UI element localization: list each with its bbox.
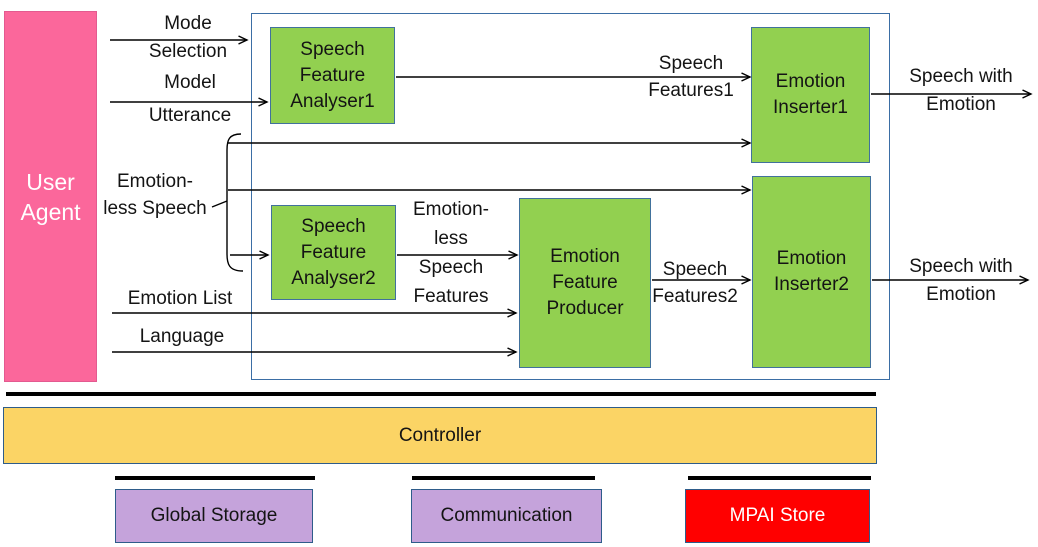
speech-feature-analyser1-box: Speech Feature Analyser1	[270, 27, 395, 124]
speech-features2-label: Speech Features2	[652, 259, 738, 307]
divider-line-global-storage	[115, 476, 315, 480]
user-agent-label: User Agent	[20, 168, 81, 225]
emotion-list-label: Emotion List	[127, 288, 233, 309]
language-label: Language	[139, 326, 225, 347]
emotion-inserter1-box: Emotion Inserter1	[751, 27, 870, 163]
mode-selection-label: Mode Selection	[148, 13, 228, 62]
emotion-inserter2-label: Emotion Inserter2	[774, 248, 849, 295]
emotion-feature-producer-label: Emotion Feature Producer	[546, 246, 624, 319]
speech-feature-analyser2-box: Speech Feature Analyser2	[271, 205, 396, 300]
communication-box: Communication	[411, 489, 602, 543]
emotion-inserter2-box: Emotion Inserter2	[752, 176, 871, 368]
global-storage-box: Global Storage	[115, 489, 313, 543]
mpai-store-label: MPAI Store	[729, 505, 826, 526]
divider-line-communication	[412, 476, 595, 480]
speech-feature-analyser2-label: Speech Feature Analyser2	[291, 215, 376, 289]
communication-label: Communication	[440, 505, 573, 526]
controller-label: Controller	[398, 424, 482, 446]
emotionless-speech-features-label: Emotion- less Speech Features	[412, 199, 490, 307]
model-utterance-label: Model Utterance	[148, 72, 232, 126]
global-storage-label: Global Storage	[150, 505, 278, 526]
divider-line-main	[6, 392, 876, 396]
speech-features1-label: Speech Features1	[648, 53, 734, 101]
divider-line-mpai-store	[688, 476, 871, 480]
speech-with-emotion-top-label: Speech with Emotion	[909, 66, 1013, 115]
speech-with-emotion-bottom-label: Speech with Emotion	[909, 256, 1013, 305]
emotion-feature-producer-box: Emotion Feature Producer	[519, 198, 651, 368]
mpai-store-box: MPAI Store	[685, 489, 870, 543]
user-agent-box: User Agent	[4, 11, 97, 382]
controller-box: Controller	[3, 407, 877, 464]
emotionless-speech-label: Emotion- less Speech	[103, 171, 207, 219]
aim-container-frame	[251, 13, 890, 380]
speech-feature-analyser1-label: Speech Feature Analyser1	[290, 38, 375, 112]
emotion-inserter1-label: Emotion Inserter1	[773, 71, 848, 118]
